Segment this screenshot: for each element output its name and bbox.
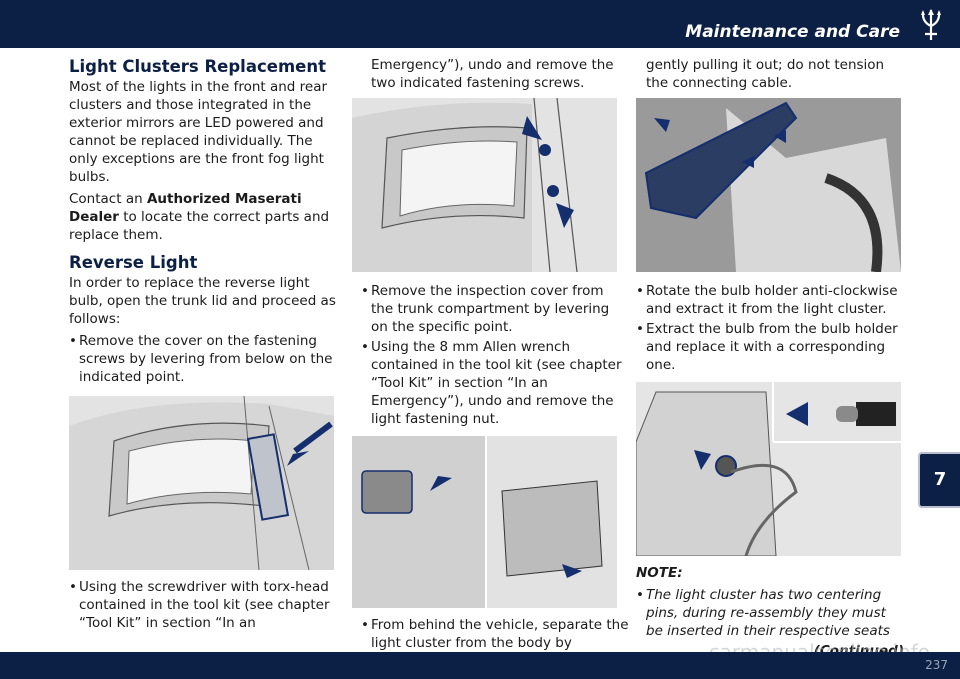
dealer-text-a: Contact an bbox=[69, 191, 147, 207]
step-extract-bulb: Extract the bulb from the bulb holder an… bbox=[636, 320, 904, 374]
steps-list-2: Using the screwdriver with torx-head con… bbox=[69, 578, 337, 632]
paragraph-reverse-intro: In order to replace the reverse light bu… bbox=[69, 275, 336, 327]
page-number: 237 bbox=[925, 658, 948, 672]
step-allen-wrench: Using the 8 mm Allen wrench contained in… bbox=[361, 338, 629, 428]
paragraph-intro: Most of the lights in the front and rear… bbox=[69, 79, 328, 185]
steps-list-4: From behind the vehicle, separate the li… bbox=[361, 616, 629, 652]
step-remove-cover: Remove the cover on the fastening screws… bbox=[69, 332, 337, 386]
steps-list-3: Remove the inspection cover from the tru… bbox=[361, 282, 629, 428]
figure-inspection-cover bbox=[352, 436, 617, 608]
step-inspection-cover: Remove the inspection cover from the tru… bbox=[361, 282, 629, 336]
section-title: Maintenance and Care bbox=[685, 22, 900, 42]
figure-bulb-holder bbox=[636, 382, 901, 556]
heading-light-clusters: Light Clusters Replacement bbox=[69, 57, 326, 76]
note-centering-pins: The light cluster has two centering pins… bbox=[636, 586, 904, 640]
step-rotate-bulb-holder: Rotate the bulb holder anti-clockwise an… bbox=[636, 282, 904, 318]
step-torx-screwdriver: Using the screwdriver with torx-head con… bbox=[69, 578, 337, 632]
note-list: The light cluster has two centering pins… bbox=[636, 586, 904, 640]
step-torx-continued: Emergency”), undo and remove the two ind… bbox=[371, 57, 614, 91]
note-title: NOTE: bbox=[636, 565, 683, 581]
column-3: gently pulling it out; do not tension th… bbox=[636, 56, 904, 664]
figure-light-cluster-removal bbox=[636, 98, 901, 272]
steps-list-5: Rotate the bulb holder anti-clockwise an… bbox=[636, 282, 904, 374]
figure-fastening-screws bbox=[352, 98, 617, 272]
heading-reverse-light: Reverse Light bbox=[69, 253, 198, 272]
step-separate-cluster: From behind the vehicle, separate the li… bbox=[361, 616, 629, 652]
paragraph-dealer: Contact an Authorized Maserati Dealer to… bbox=[69, 190, 337, 244]
column-2: Emergency”), undo and remove the two ind… bbox=[352, 56, 629, 654]
dealer-text-c: to locate the correct parts and replace … bbox=[69, 209, 330, 243]
chapter-tab: 7 bbox=[918, 452, 960, 508]
step-separate-continued: gently pulling it out; do not tension th… bbox=[646, 57, 885, 91]
figure-cover-removal bbox=[69, 396, 334, 570]
page-header: Maintenance and Care bbox=[0, 0, 960, 48]
column-1: Light Clusters Replacement Most of the l… bbox=[69, 56, 337, 634]
steps-list-1: Remove the cover on the fastening screws… bbox=[69, 332, 337, 386]
dealer-name: Authorized Maserati Dealer bbox=[69, 191, 302, 225]
maserati-trident-icon bbox=[921, 9, 941, 40]
page-footer: 237 bbox=[0, 652, 960, 679]
